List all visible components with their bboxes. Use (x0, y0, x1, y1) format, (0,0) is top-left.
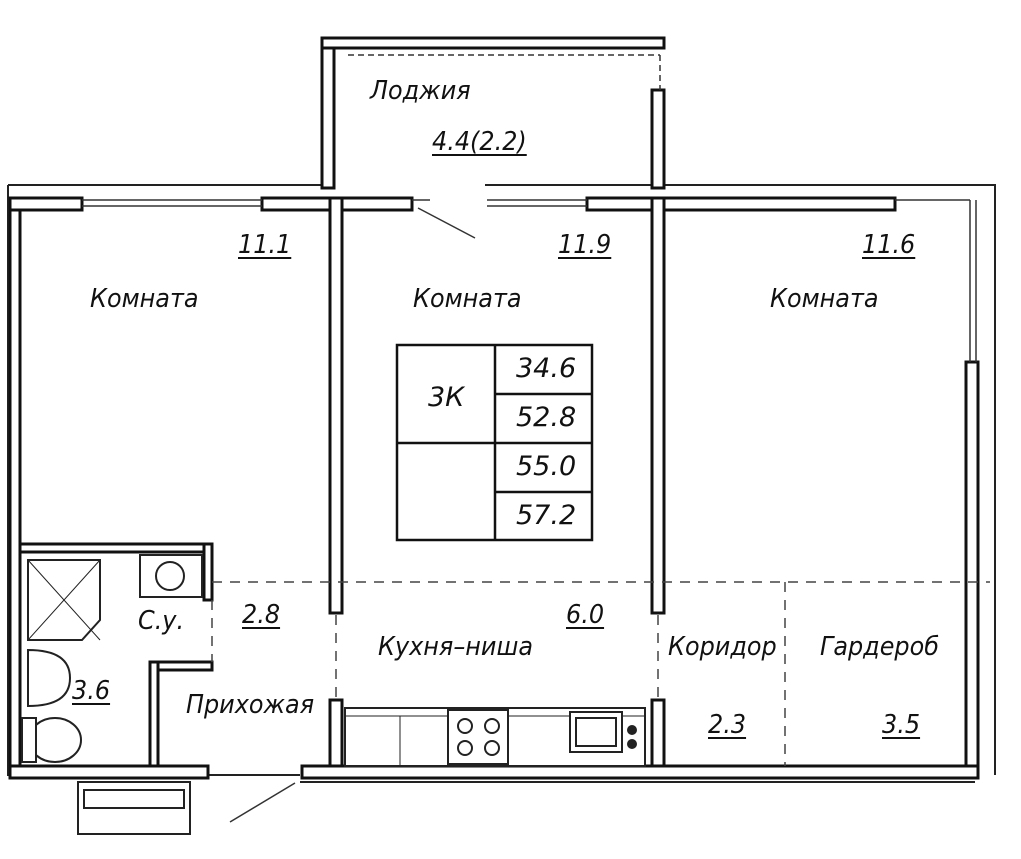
stove-icon (447, 709, 509, 765)
wall-right (964, 360, 980, 770)
loggia-wall-right (650, 88, 666, 190)
summary-value-4: 57.2 (516, 500, 577, 531)
wall-bottom-right (300, 764, 980, 780)
right-outer-line (905, 184, 996, 775)
loggia-wall-left (320, 36, 336, 190)
wall-top-1 (8, 196, 84, 212)
summary-value-1: 34.6 (516, 353, 577, 384)
summary-value-3: 55.0 (516, 451, 577, 482)
wall-partition-1-low (328, 698, 344, 772)
room-left-label: Комната (90, 284, 199, 314)
room-right-area: 11.6 (862, 230, 916, 260)
bath-wall-right-low2 (148, 660, 160, 768)
wall-partition-2-low (650, 698, 666, 772)
wall-partition-2 (650, 196, 666, 615)
room-middle-label: Комната (413, 284, 522, 314)
wall-top-3 (585, 196, 897, 212)
room-right-label: Комната (770, 284, 879, 314)
room-left-area: 11.1 (238, 230, 292, 260)
wardrobe-label: Гардероб (820, 632, 939, 662)
corridor-label: Коридор (668, 632, 777, 662)
bathroom-label: С.у. (138, 606, 185, 636)
corridor-area: 2.3 (708, 710, 747, 740)
bath-wall-right (202, 542, 214, 602)
loggia-label: Лоджия (370, 76, 471, 106)
hallway-label: Прихожая (186, 690, 315, 720)
bathroom-area: 3.6 (72, 676, 111, 706)
loggia-wall-top (320, 36, 666, 50)
washbasin-icon (27, 648, 72, 708)
summary-type: 3К (428, 382, 465, 413)
hallway-area: 2.8 (242, 600, 281, 630)
summary-value-2: 52.8 (516, 402, 577, 433)
wall-bottom-left (8, 764, 210, 780)
kitchen-label: Кухня–ниша (378, 632, 534, 662)
room-middle-area: 11.9 (558, 230, 612, 260)
wardrobe-area: 3.5 (882, 710, 921, 740)
kitchen-area: 6.0 (566, 600, 605, 630)
wall-partition-1 (328, 196, 344, 615)
wall-left (8, 196, 22, 770)
loggia-area: 4.4(2.2) (432, 127, 527, 157)
bath-wall-top (18, 542, 214, 554)
